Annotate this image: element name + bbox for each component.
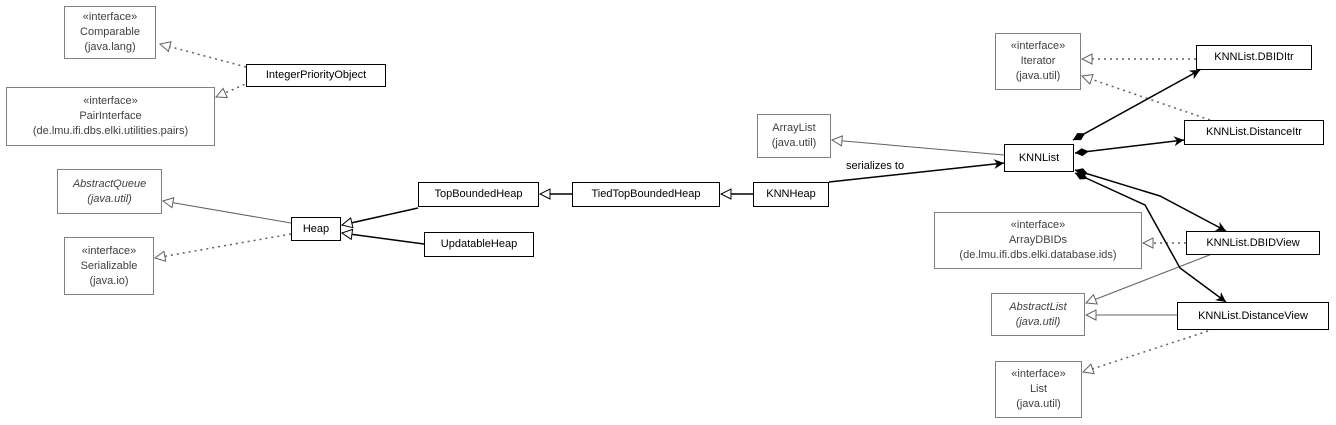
package-name: (java.lang) (84, 41, 136, 53)
package-name: (de.lmu.ifi.dbs.elki.database.ids) (959, 249, 1117, 261)
class-name: KNNList.DBIDItr (1214, 51, 1294, 63)
class-name: KNNHeap (766, 188, 816, 200)
node-array-dbids[interactable]: «interface» ArrayDBIDs (de.lmu.ifi.dbs.e… (934, 212, 1142, 269)
edge-distanceitr-iterator (1082, 76, 1211, 121)
edge-heap-abstractqueue (163, 201, 292, 224)
class-name: ArrayList (772, 122, 816, 134)
package-name: (de.lmu.ifi.dbs.elki.utilities.pairs) (32, 125, 189, 137)
edge-integerpriorityobject-pairinterface (216, 81, 251, 97)
edge-knnlist-arraylist (832, 140, 1005, 156)
edge-updatableheap-heap (342, 233, 425, 245)
node-abstract-queue[interactable]: AbstractQueue (java.util) (57, 169, 162, 214)
package-name: (java.util) (1015, 70, 1061, 82)
package-name: (java.io) (89, 274, 129, 287)
class-name: AbstractQueue (72, 177, 147, 190)
stereotype-label: «interface» (1011, 368, 1066, 380)
class-name: Heap (302, 222, 330, 235)
node-knn-heap[interactable]: KNNHeap (753, 182, 829, 207)
package-name: (java.util) (771, 137, 817, 149)
node-list[interactable]: «interface» List (java.util) (995, 361, 1082, 418)
edge-label-serializes-to: serializes to (846, 160, 905, 172)
class-name: IntegerPriorityObject (265, 69, 367, 81)
edge-knnlist-distanceview (1074, 172, 1227, 303)
class-name: ArrayDBIDs (1008, 234, 1068, 246)
node-array-list[interactable]: ArrayList (java.util) (757, 114, 831, 158)
node-comparable[interactable]: «interface» Comparable (java.lang) (64, 6, 156, 59)
node-knn-list[interactable]: KNNList (1004, 144, 1074, 172)
stereotype-label: «interface» (1010, 219, 1066, 231)
class-name: List (1029, 383, 1048, 395)
class-name: Iterator (1020, 55, 1056, 67)
stereotype-label: «interface» (82, 11, 138, 23)
node-serializable[interactable]: «interface» Serializable (java.io) (64, 237, 154, 295)
node-knn-list-distance-itr[interactable]: KNNList.DistanceItr (1184, 120, 1324, 145)
stereotype-label: «interface» (83, 95, 138, 107)
node-integer-priority-object[interactable]: IntegerPriorityObject (246, 64, 386, 87)
class-name: KNNList (1018, 151, 1060, 164)
edge-knnlist-dbiditr (1072, 69, 1201, 141)
edge-heap-serializable (155, 233, 292, 258)
node-pair-interface[interactable]: «interface» PairInterface (de.lmu.ifi.db… (6, 87, 215, 146)
node-tied-top-bounded-heap[interactable]: TiedTopBoundedHeap (572, 182, 720, 207)
node-knn-list-dbid-view[interactable]: KNNList.DBIDView (1186, 231, 1320, 255)
class-name: KNNList.DistanceView (1198, 309, 1308, 322)
node-abstract-list[interactable]: AbstractList (java.util) (991, 293, 1085, 336)
node-knn-list-distance-view[interactable]: KNNList.DistanceView (1177, 302, 1329, 330)
class-name: Serializable (80, 259, 138, 272)
edge-topboundedheap-heap (342, 207, 419, 225)
package-name: (java.util) (1015, 315, 1061, 328)
class-name: AbstractList (1009, 300, 1067, 313)
node-top-bounded-heap[interactable]: TopBoundedHeap (418, 182, 539, 207)
class-name: UpdatableHeap (440, 238, 518, 250)
package-name: (java.util) (87, 192, 132, 205)
class-name: TiedTopBoundedHeap (591, 188, 701, 200)
node-iterator[interactable]: «interface» Iterator (java.util) (995, 33, 1081, 90)
edge-knnlist-distanceitr (1074, 136, 1185, 157)
class-name: KNNList.DistanceItr (1206, 126, 1302, 138)
stereotype-label: «interface» (81, 244, 137, 257)
class-name: KNNList.DBIDView (1206, 236, 1300, 249)
node-updatable-heap[interactable]: UpdatableHeap (424, 232, 534, 257)
edge-distanceview-list (1083, 330, 1209, 372)
package-name: (java.util) (1016, 398, 1061, 410)
edge-integerpriorityobject-comparable (160, 44, 247, 68)
class-name: Comparable (80, 26, 140, 38)
class-name: TopBoundedHeap (434, 188, 523, 200)
node-heap[interactable]: Heap (291, 217, 341, 241)
stereotype-label: «interface» (1010, 40, 1066, 52)
edge-knnheap-knnlist (828, 159, 1005, 183)
class-name: PairInterface (79, 110, 142, 122)
node-knn-list-dbid-itr[interactable]: KNNList.DBIDItr (1196, 45, 1312, 70)
